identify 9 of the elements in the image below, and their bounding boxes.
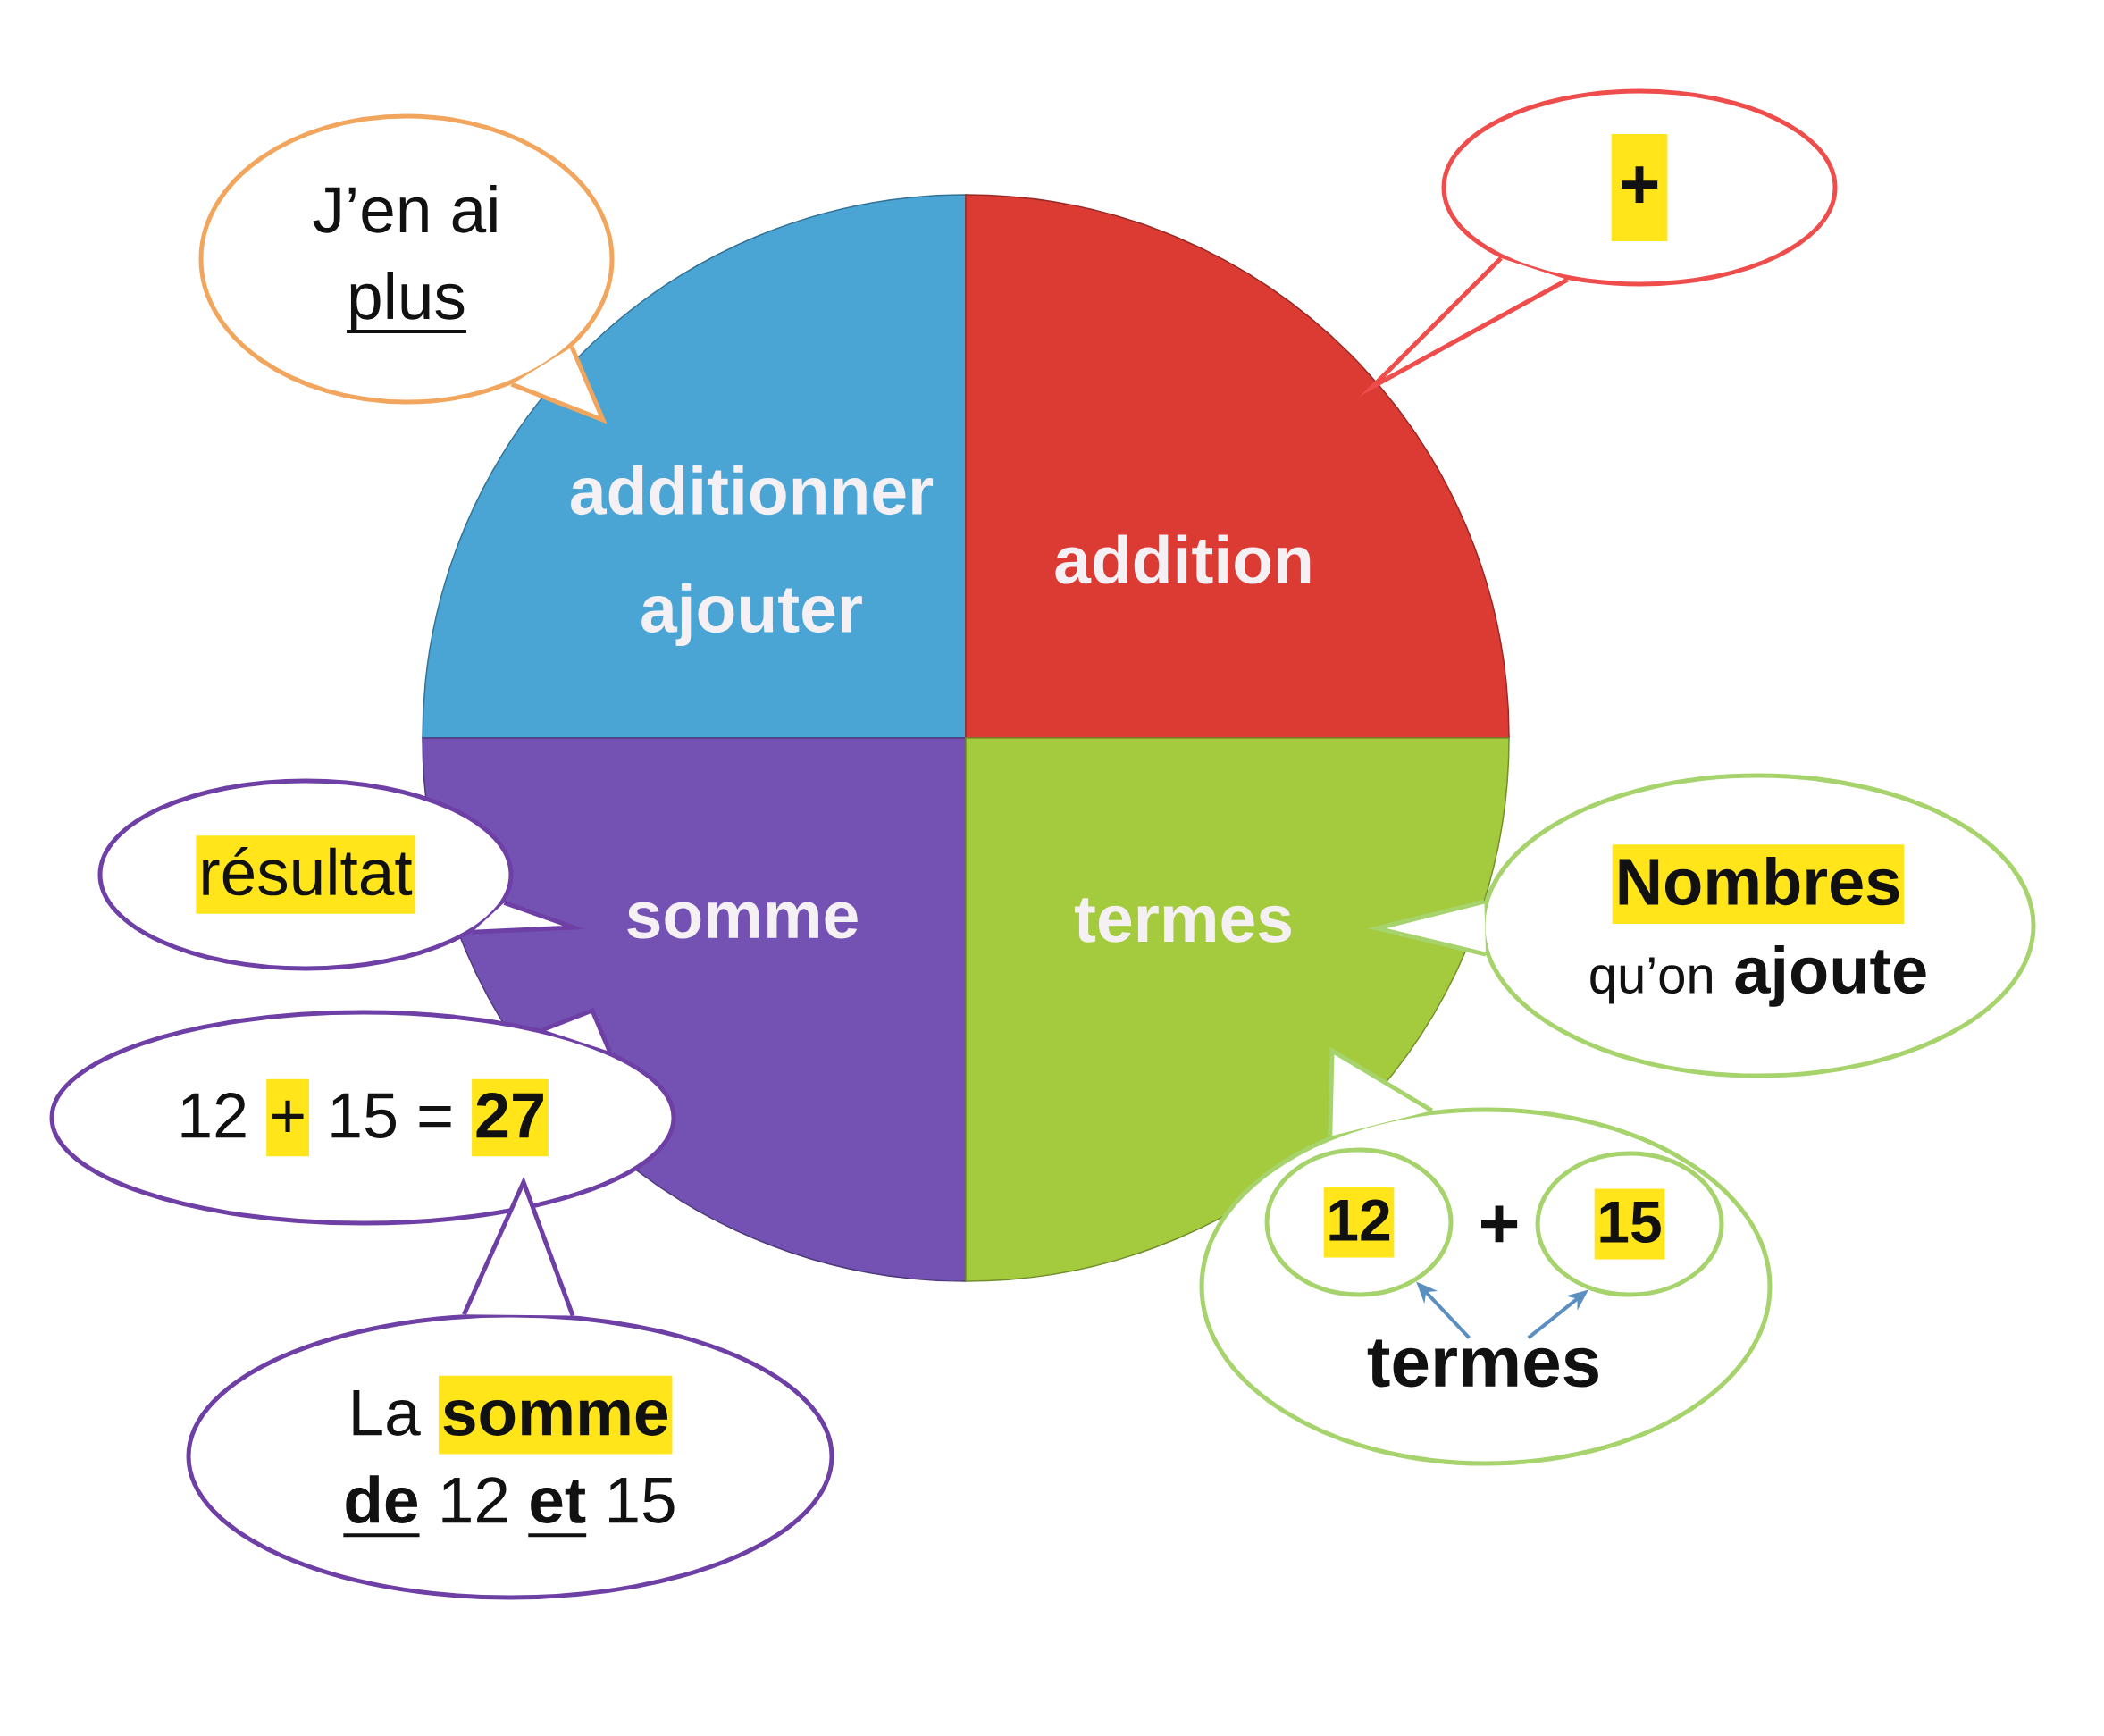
speech-bubble: résultat — [97, 778, 585, 971]
speech-bubble: + — [1359, 88, 1838, 397]
pie-slice: addition — [965, 194, 1510, 739]
speech-bubble: Nombres qu’on ajoute — [1367, 773, 2036, 1078]
circled-number: 12 — [1264, 1147, 1454, 1297]
speech-bubble: J’en ai plus — [198, 113, 615, 424]
circled-number: 15 — [1535, 1151, 1724, 1297]
speech-bubble: La somme de 12 et 15 — [186, 1176, 834, 1600]
label: termes — [1367, 1339, 1598, 1388]
